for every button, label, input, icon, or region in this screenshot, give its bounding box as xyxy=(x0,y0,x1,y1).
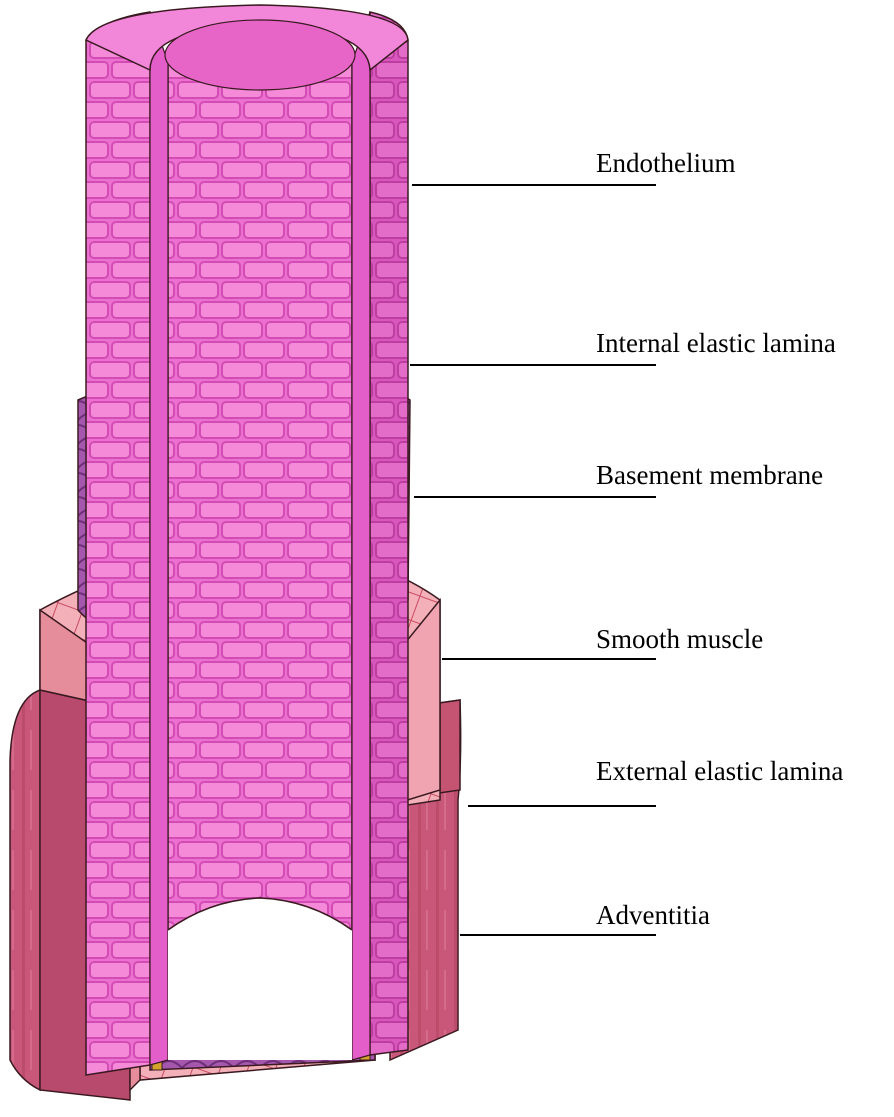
endothelium-layer xyxy=(86,5,408,1075)
leader-line-internal-elastic-lamina xyxy=(410,364,656,366)
leader-line-adventitia xyxy=(460,934,656,936)
label-internal-elastic-lamina: Internal elastic lamina xyxy=(596,330,836,357)
leader-line-basement-membrane xyxy=(414,496,656,498)
label-endothelium: Endothelium xyxy=(596,150,735,177)
label-adventitia: Adventitia xyxy=(596,902,710,929)
leader-line-external-elastic-lamina xyxy=(468,805,656,807)
label-smooth-muscle: Smooth muscle xyxy=(596,626,763,653)
label-basement-membrane: Basement membrane xyxy=(596,462,823,489)
leader-line-smooth-muscle xyxy=(442,658,656,660)
leader-line-endothelium xyxy=(412,184,656,186)
label-external-elastic-lamina: External elastic lamina xyxy=(596,758,843,785)
